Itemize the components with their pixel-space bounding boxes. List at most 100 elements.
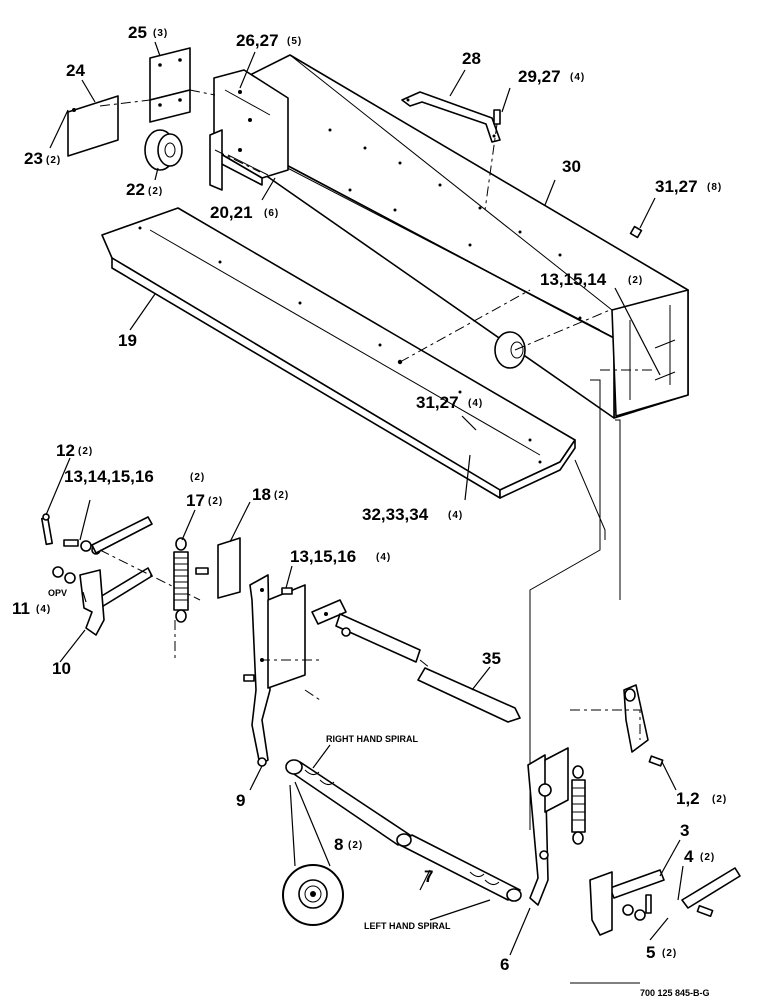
part-10-latch <box>79 569 105 636</box>
svg-text:13,15,14: 13,15,14 <box>540 270 607 289</box>
svg-text:(2): (2) <box>628 275 643 286</box>
svg-text:31,27: 31,27 <box>655 177 698 196</box>
svg-text:6: 6 <box>500 955 509 974</box>
svg-text:18: 18 <box>252 485 271 504</box>
callout-5: 5 (2) <box>646 943 677 962</box>
svg-text:(4): (4) <box>468 398 483 409</box>
callout-24: 24 <box>66 61 85 80</box>
part-18-bracket <box>195 537 241 599</box>
svg-text:19: 19 <box>118 331 137 350</box>
svg-text:28: 28 <box>462 49 481 68</box>
svg-text:(4): (4) <box>570 72 585 83</box>
svg-text:(2): (2) <box>662 948 677 959</box>
callout-11: 11 (4) <box>12 599 51 618</box>
svg-text:(4): (4) <box>36 604 51 615</box>
svg-text:11: 11 <box>12 599 30 618</box>
part-4-arm <box>681 867 741 909</box>
svg-text:(4): (4) <box>448 510 463 521</box>
svg-text:17: 17 <box>186 491 205 510</box>
callout-12: 12 (2) <box>56 441 93 460</box>
svg-text:35: 35 <box>482 649 501 668</box>
part-3-link <box>589 869 665 936</box>
callout-19: 19 <box>118 331 137 350</box>
svg-text:(2): (2) <box>712 794 727 805</box>
callout-18: 18 (2) <box>252 485 289 504</box>
svg-text:(2): (2) <box>700 852 715 863</box>
svg-text:13,15,16: 13,15,16 <box>290 547 356 566</box>
callout-20-21: 20,21 (6) <box>210 203 279 222</box>
svg-text:8: 8 <box>334 835 343 854</box>
svg-text:9: 9 <box>236 791 245 810</box>
part-6-arm <box>527 747 569 906</box>
callout-7: 7 <box>424 867 433 886</box>
svg-text:26,27: 26,27 <box>236 31 279 50</box>
svg-text:29,27: 29,27 <box>518 67 561 86</box>
svg-text:20,21: 20,21 <box>210 203 253 222</box>
callout-13-15-14: 13,15,14 (2) <box>540 270 643 289</box>
part-24-plate <box>67 95 119 157</box>
svg-text:23: 23 <box>24 149 43 168</box>
callout-31-27-upper: 31,27 (8) <box>655 177 722 196</box>
callout-1-2: 1,2 (2) <box>676 789 727 808</box>
link-arm-left-upper <box>91 516 153 554</box>
callout-13-15-16: 13,15,16 (4) <box>290 547 391 566</box>
svg-text:31,27: 31,27 <box>416 393 459 412</box>
callout-30: 30 <box>562 157 581 176</box>
callout-32-33-34: 32,33,34 (4) <box>362 505 463 524</box>
note-right-hand-spiral: RIGHT HAND SPIRAL <box>326 734 419 744</box>
bolt-set-13-15-16 <box>281 587 293 595</box>
callout-35: 35 <box>482 649 501 668</box>
svg-text:(5): (5) <box>287 36 302 47</box>
part-22-roller <box>144 129 183 171</box>
callout-6: 6 <box>500 955 509 974</box>
callout-22: 22 (2) <box>126 180 163 199</box>
svg-text:13,14,15,16: 13,14,15,16 <box>64 467 154 486</box>
svg-text:(2): (2) <box>274 490 289 501</box>
svg-text:(2): (2) <box>148 186 163 197</box>
svg-text:5: 5 <box>646 943 655 962</box>
callout-31-27-lower: 31,27 (4) <box>416 393 483 412</box>
bolt-29 <box>484 109 501 211</box>
svg-text:32,33,34: 32,33,34 <box>362 505 429 524</box>
svg-text:(3): (3) <box>153 28 168 39</box>
callout-17: 17 (2) <box>186 491 223 510</box>
callout-9: 9 <box>236 791 245 810</box>
svg-text:4: 4 <box>684 847 694 866</box>
part-17-spring <box>173 537 189 623</box>
part-8-bearing-detail <box>282 781 344 926</box>
note-left-hand-spiral: LEFT HAND SPIRAL <box>364 921 451 931</box>
svg-text:(2): (2) <box>46 155 61 166</box>
link-arm-left-lower <box>94 567 153 609</box>
part-25-plate <box>149 47 191 123</box>
callout-29-27: 29,27 (4) <box>518 67 585 86</box>
svg-text:(4): (4) <box>376 552 391 563</box>
pin-12 <box>40 513 54 546</box>
svg-text:30: 30 <box>562 157 581 176</box>
callout-4: 4 (2) <box>684 847 715 866</box>
svg-text:7: 7 <box>424 867 433 886</box>
part-9-arm <box>243 574 306 767</box>
callout-23: 23 (2) <box>24 149 61 168</box>
svg-text:22: 22 <box>126 180 145 199</box>
callout-25: 25 (3) <box>128 23 168 42</box>
end-bracket-left <box>209 69 289 191</box>
svg-text:(2): (2) <box>208 496 223 507</box>
svg-text:3: 3 <box>680 821 689 840</box>
part-19-tray <box>101 207 576 499</box>
callout-26-27: 26,27 (5) <box>236 31 302 50</box>
callout-8: 8 (2) <box>334 835 362 854</box>
housing-roller <box>494 331 526 369</box>
svg-text:12: 12 <box>56 441 75 460</box>
bolt-31-upper <box>629 225 643 239</box>
svg-text:(8): (8) <box>707 182 722 193</box>
svg-text:24: 24 <box>66 61 85 80</box>
svg-text:(2): (2) <box>78 446 93 457</box>
svg-text:10: 10 <box>52 659 71 678</box>
callout-13-14-15-16: 13,14,15,16 (2) <box>64 467 205 486</box>
svg-text:25: 25 <box>128 23 147 42</box>
svg-text:(2): (2) <box>190 472 205 483</box>
nuts-11 <box>52 566 76 584</box>
callout-3: 3 <box>680 821 689 840</box>
svg-text:(6): (6) <box>264 208 279 219</box>
